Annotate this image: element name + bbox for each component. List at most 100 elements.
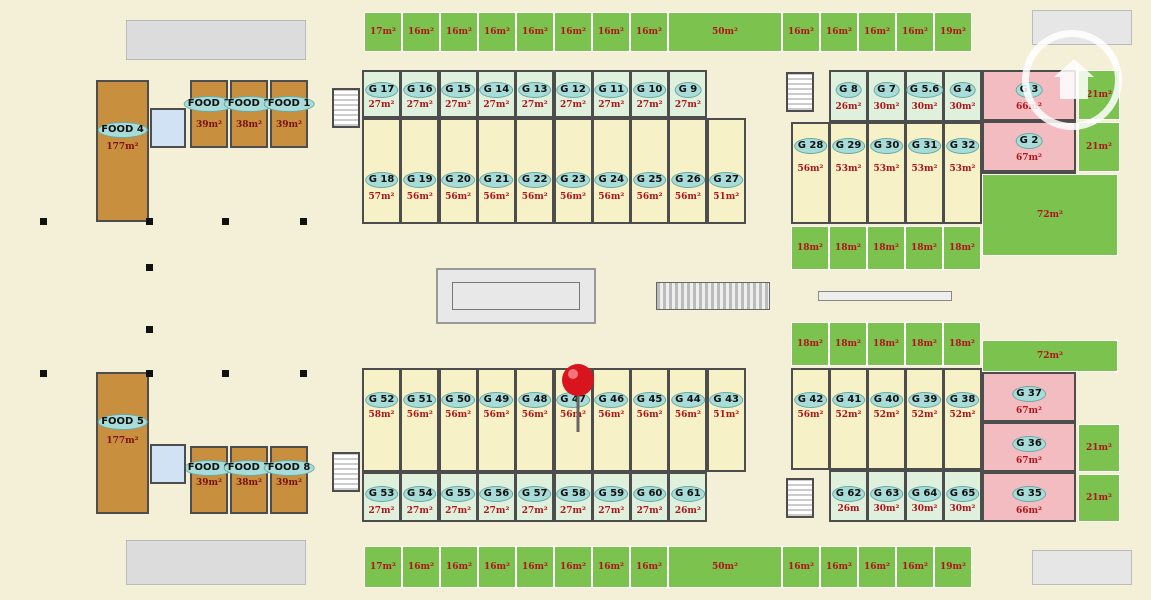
terrace-green-bottom-row-11[interactable]: 16m² [858,546,896,588]
terrace-right-top-1[interactable]: 21m² [1078,122,1120,172]
terrace-green-top-row-1[interactable]: 16m² [402,12,440,52]
terrace-green-top-row-5[interactable]: 16m² [554,12,592,52]
terrace-mid-bottom-2[interactable]: 18m² [867,322,905,366]
terrace-right-bottom-2[interactable]: 21m² [1078,474,1120,522]
terrace-mid-bottom-4[interactable]: 18m² [943,322,981,366]
terrace-green-top-row-8[interactable]: 50m² [668,12,782,52]
terrace-green-bottom-row-8[interactable]: 50m² [668,546,782,588]
terrace-green-top-row-10[interactable]: 16m² [820,12,858,52]
terrace-green-bottom-row-3[interactable]: 16m² [478,546,516,588]
terrace-green-top-row-12[interactable]: 16m² [896,12,934,52]
terrace-right-bottom-0[interactable]: 72m² [982,340,1118,372]
terrace-green-top-row-7[interactable]: 16m² [630,12,668,52]
terrace-green-top-row-0[interactable]: 17m² [364,12,402,52]
terrace-green-bottom-row-5[interactable]: 16m² [554,546,592,588]
terrace-green-top-row-9[interactable]: 16m² [782,12,820,52]
terrace-mid-bottom-3[interactable]: 18m² [905,322,943,366]
terrace-green-top-row-2[interactable]: 16m² [440,12,478,52]
terrace-green-top-row-11[interactable]: 16m² [858,12,896,52]
terrace-green-bottom-row-7[interactable]: 16m² [630,546,668,588]
terrace-mid-top-0[interactable]: 18m² [791,226,829,270]
terrace-green-bottom-row-0[interactable]: 17m² [364,546,402,588]
terrace-green-bottom-row-10[interactable]: 16m² [820,546,858,588]
terrace-green-top-row-4[interactable]: 16m² [516,12,554,52]
terrace-green-bottom-row-13[interactable]: 19m² [934,546,972,588]
terrace-mid-top-2[interactable]: 18m² [867,226,905,270]
terrace-green-bottom-row-6[interactable]: 16m² [592,546,630,588]
terrace-mid-top-4[interactable]: 18m² [943,226,981,270]
terrace-right-bottom-1[interactable]: 21m² [1078,424,1120,472]
terrace-mid-bottom-0[interactable]: 18m² [791,322,829,366]
terrace-green-top-row-13[interactable]: 19m² [934,12,972,52]
terrace-green-top-row-6[interactable]: 16m² [592,12,630,52]
terrace-right-top-2[interactable]: 72m² [982,174,1118,256]
terrace-green-bottom-row-2[interactable]: 16m² [440,546,478,588]
terrace-green-bottom-row-9[interactable]: 16m² [782,546,820,588]
terrace-mid-bottom-1[interactable]: 18m² [829,322,867,366]
terrace-green-bottom-row-12[interactable]: 16m² [896,546,934,588]
terrace-green-bottom-row-4[interactable]: 16m² [516,546,554,588]
terrace-green-bottom-row-1[interactable]: 16m² [402,546,440,588]
